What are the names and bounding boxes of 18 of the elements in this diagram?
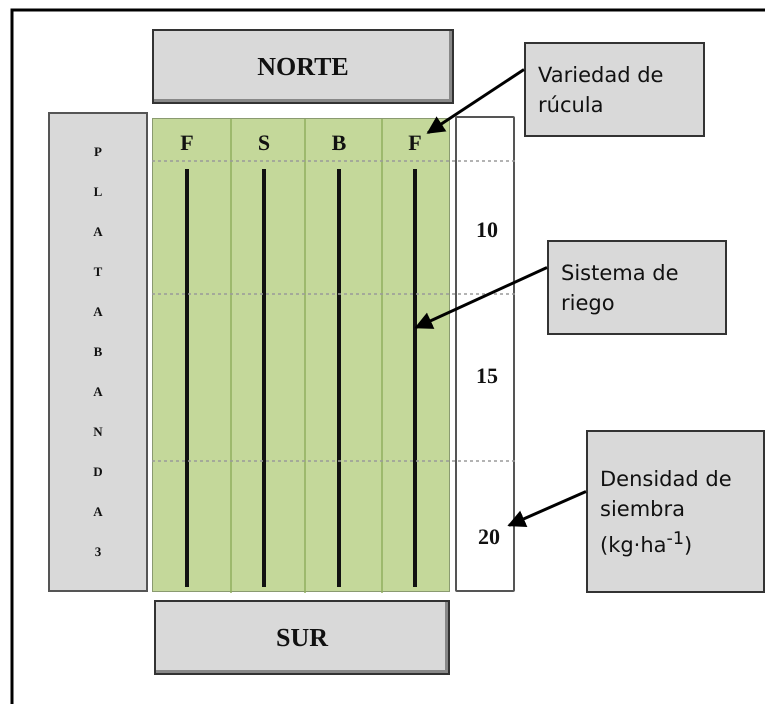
density-value: 20	[467, 517, 511, 557]
callout-box: Sistema de riego	[547, 240, 727, 335]
arrow	[507, 490, 587, 528]
callout-box: Variedad de rúcula	[524, 42, 705, 137]
density-column	[455, 116, 515, 592]
variety-letter: F	[173, 126, 201, 160]
callout-box: Densidad de siembra (kg·ha$^{-1}$)	[586, 430, 765, 593]
side-bed-band: PLATABANDA3	[48, 112, 148, 592]
density-value: 15	[464, 356, 510, 396]
variety-letter: F	[401, 126, 429, 160]
direction-band: SUR	[154, 600, 450, 675]
variety-letter: S	[250, 126, 278, 160]
direction-band: NORTE	[152, 29, 454, 104]
density-value: 10	[464, 210, 510, 250]
arrow	[414, 266, 548, 329]
variety-letter: B	[325, 126, 353, 160]
arrow	[426, 68, 525, 134]
crop-field	[152, 118, 450, 592]
